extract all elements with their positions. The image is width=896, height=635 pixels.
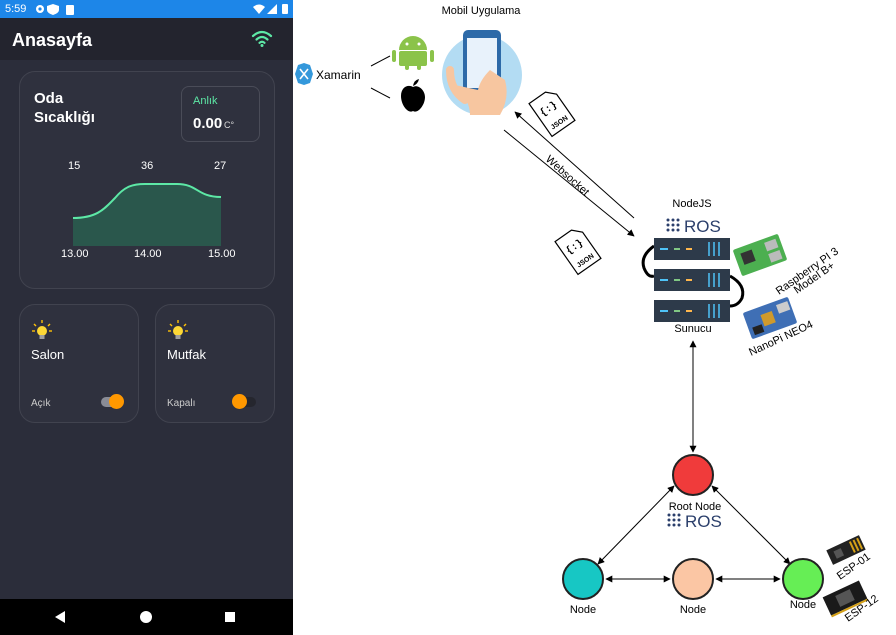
websocket-arrow-down [503,129,635,237]
mobile-app-screenshot: 5:59 Anasayfa Oda Sıcaklığı Anlık 0.00 C… [0,0,293,635]
node-peach [672,558,714,600]
apple-icon [401,79,425,112]
toggle-knob [232,394,247,409]
recents-icon[interactable] [225,612,235,622]
json-file-icon: {:} JSON [528,91,576,138]
temperature-card: Oda Sıcaklığı Anlık 0.00 C° 15 36 27 13.… [19,71,275,289]
current-value: 0.00 [193,115,223,132]
architecture-diagram: Mobil Uygulama Xamarin {:} JSON {:} JSON [295,5,881,624]
room-card-salon[interactable]: Salon Açık [19,304,139,423]
ros-label: ROS [684,217,721,236]
chart-top-label: 36 [141,160,154,172]
lightbulb-icon [32,320,52,339]
room-name: Mutfak [167,347,207,362]
xamarin-icon [295,63,313,85]
ros-label: ROS [685,512,722,531]
room-state: Kapalı [167,398,196,409]
server-stack-icon [641,238,745,322]
chart-bottom-label: 14.00 [134,248,162,260]
lightbulb-icon [168,320,188,339]
chart-top-label: 27 [214,160,227,172]
websocket-arrow-up [514,111,635,219]
temperature-title-line1: Oda [34,90,64,107]
navigation-bar [0,599,293,635]
home-icon[interactable] [140,611,152,623]
esp12-module-icon [822,580,869,618]
mobile-phone-icon [442,30,522,115]
xamarin-label: Xamarin [316,68,361,82]
root-node-label: Root Node [669,501,722,513]
chart-bottom-label: 13.00 [61,248,89,260]
status-icons [36,4,74,15]
status-right-icons [253,4,288,14]
root-node [672,454,714,496]
room-state: Açık [31,398,51,409]
node-cyan [562,558,604,600]
app-bar: Anasayfa [0,18,293,60]
toggle-knob [109,394,124,409]
esp01-module-icon [826,535,866,565]
websocket-label: Websocket [543,153,591,198]
nanopi-board-icon [743,297,797,339]
current-unit: C° [224,120,235,130]
raspberry-pi-board-icon [733,234,787,276]
server-label: Sunucu [674,323,711,335]
chart-bottom-label: 15.00 [208,248,236,260]
room-toggle[interactable] [232,394,256,409]
chart-top-label: 15 [68,160,81,172]
mobile-app-title: Mobil Uygulama [442,5,522,17]
status-time: 5:59 [5,3,27,15]
room-name: Salon [31,347,65,362]
mesh-link [711,485,791,565]
temperature-line [73,183,222,219]
node-label: Node [790,599,816,611]
node-label: Node [680,604,706,616]
current-label: Anlık [193,95,218,107]
page-title: Anasayfa [12,30,93,50]
room-card-mutfak[interactable]: Mutfak Kapalı [155,304,275,423]
ros-logo: ROS [666,217,721,236]
temperature-chart [73,183,222,246]
json-file-icon: {:} JSON [554,229,602,276]
nodejs-label: NodeJS [672,198,711,210]
android-icon [392,36,434,70]
status-bar: 5:59 [0,0,293,18]
temperature-area [73,184,221,246]
wifi-icon[interactable] [251,28,273,48]
room-toggle[interactable] [101,394,124,409]
temperature-title-line2: Sıcaklığı [34,109,95,126]
mesh-link [597,485,675,565]
ros-logo: ROS [667,512,722,531]
current-temperature-box: Anlık 0.00 C° [181,86,260,142]
node-label: Node [570,604,596,616]
back-icon[interactable] [55,611,67,623]
node-green [782,558,824,600]
